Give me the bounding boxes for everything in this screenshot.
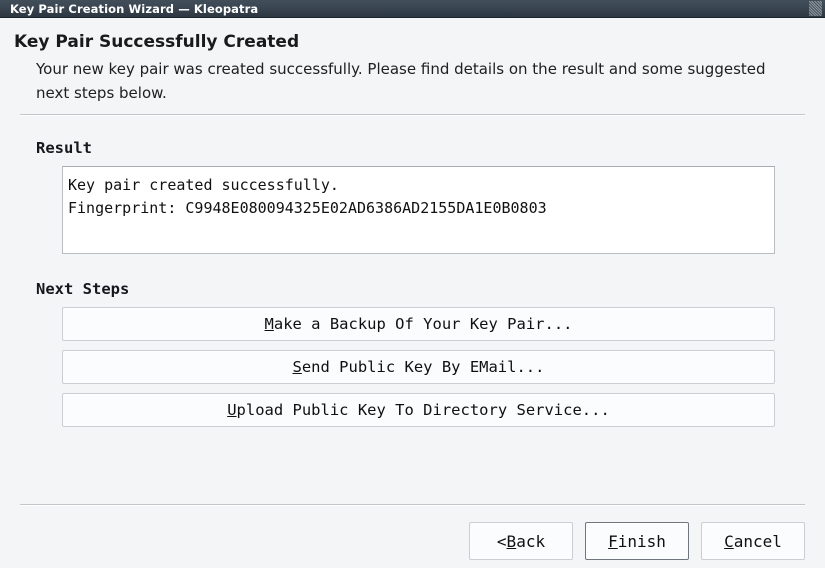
wizard-dialog: Key Pair Successfully Created Your new k… <box>0 18 825 568</box>
make-backup-mnemonic: M <box>264 314 274 333</box>
cancel-button-mnemonic: C <box>724 531 734 551</box>
window-title: Key Pair Creation Wizard — Kleopatra <box>10 1 259 16</box>
send-public-key-email-mnemonic: S <box>292 357 302 376</box>
finish-button-mnemonic: F <box>608 531 618 551</box>
back-button-mnemonic: B <box>506 531 517 551</box>
result-section: Result Key pair created successfully. Fi… <box>14 139 811 254</box>
next-steps-section-label: Next Steps <box>36 279 130 298</box>
window-titlebar[interactable]: Key Pair Creation Wizard — Kleopatra <box>0 0 825 18</box>
result-section-label: Result <box>36 138 92 157</box>
upload-public-key-directory-mnemonic: U <box>227 400 237 419</box>
finish-button-label: inish <box>617 531 666 551</box>
result-line-status: Key pair created successfully. <box>68 175 339 194</box>
header-separator <box>20 113 805 116</box>
upload-public-key-directory-label: pload Public Key To Directory Service... <box>236 400 610 419</box>
wizard-header: Key Pair Successfully Created Your new k… <box>14 18 811 105</box>
page-title: Key Pair Successfully Created <box>14 32 300 52</box>
make-backup-label: ake a Backup Of Your Key Pair... <box>273 314 573 333</box>
result-line-fingerprint: Fingerprint: C9948E080094325E02AD6386AD2… <box>68 199 547 218</box>
footer-separator <box>20 504 805 506</box>
send-public-key-email-label: end Public Key By EMail... <box>301 357 545 376</box>
page-subtitle: Your new key pair was created successful… <box>36 60 766 102</box>
cancel-button-label: ancel <box>733 531 782 551</box>
back-button-label: ack <box>516 531 546 551</box>
back-button-prefix: < <box>496 531 507 551</box>
result-output-box[interactable]: Key pair created successfully. Fingerpri… <box>62 165 775 254</box>
resize-grip-icon[interactable] <box>809 1 822 16</box>
